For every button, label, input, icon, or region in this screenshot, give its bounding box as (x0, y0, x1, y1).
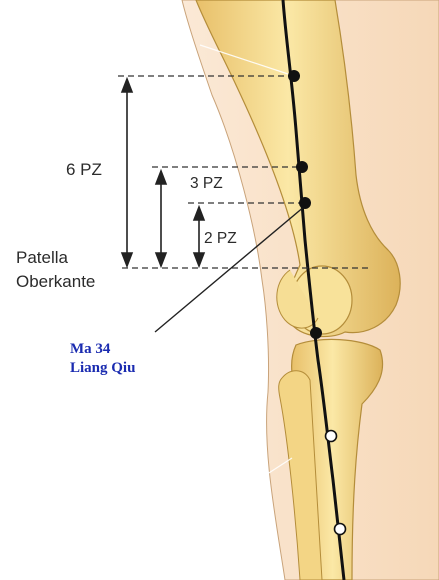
point-open-2 (335, 524, 346, 535)
point-3pz (296, 161, 308, 173)
label-6pz: 6 PZ (66, 160, 102, 180)
label-2pz: 2 PZ (204, 230, 237, 248)
acupoint-label: Ma 34 Liang Qiu (70, 340, 135, 378)
label-3pz: 3 PZ (190, 175, 223, 193)
point-knee (310, 327, 322, 339)
point-open-1 (326, 431, 337, 442)
point-ma34 (299, 197, 311, 209)
acupoint-name: Liang Qiu (70, 359, 135, 378)
point-6pz (288, 70, 300, 82)
label-oberkante: Oberkante (16, 272, 95, 292)
label-patella: Patella (16, 248, 68, 268)
arrow-6pz (122, 79, 132, 266)
arrow-3pz (156, 171, 166, 266)
acupoint-code: Ma 34 (70, 340, 135, 359)
arrow-2pz (194, 207, 204, 266)
